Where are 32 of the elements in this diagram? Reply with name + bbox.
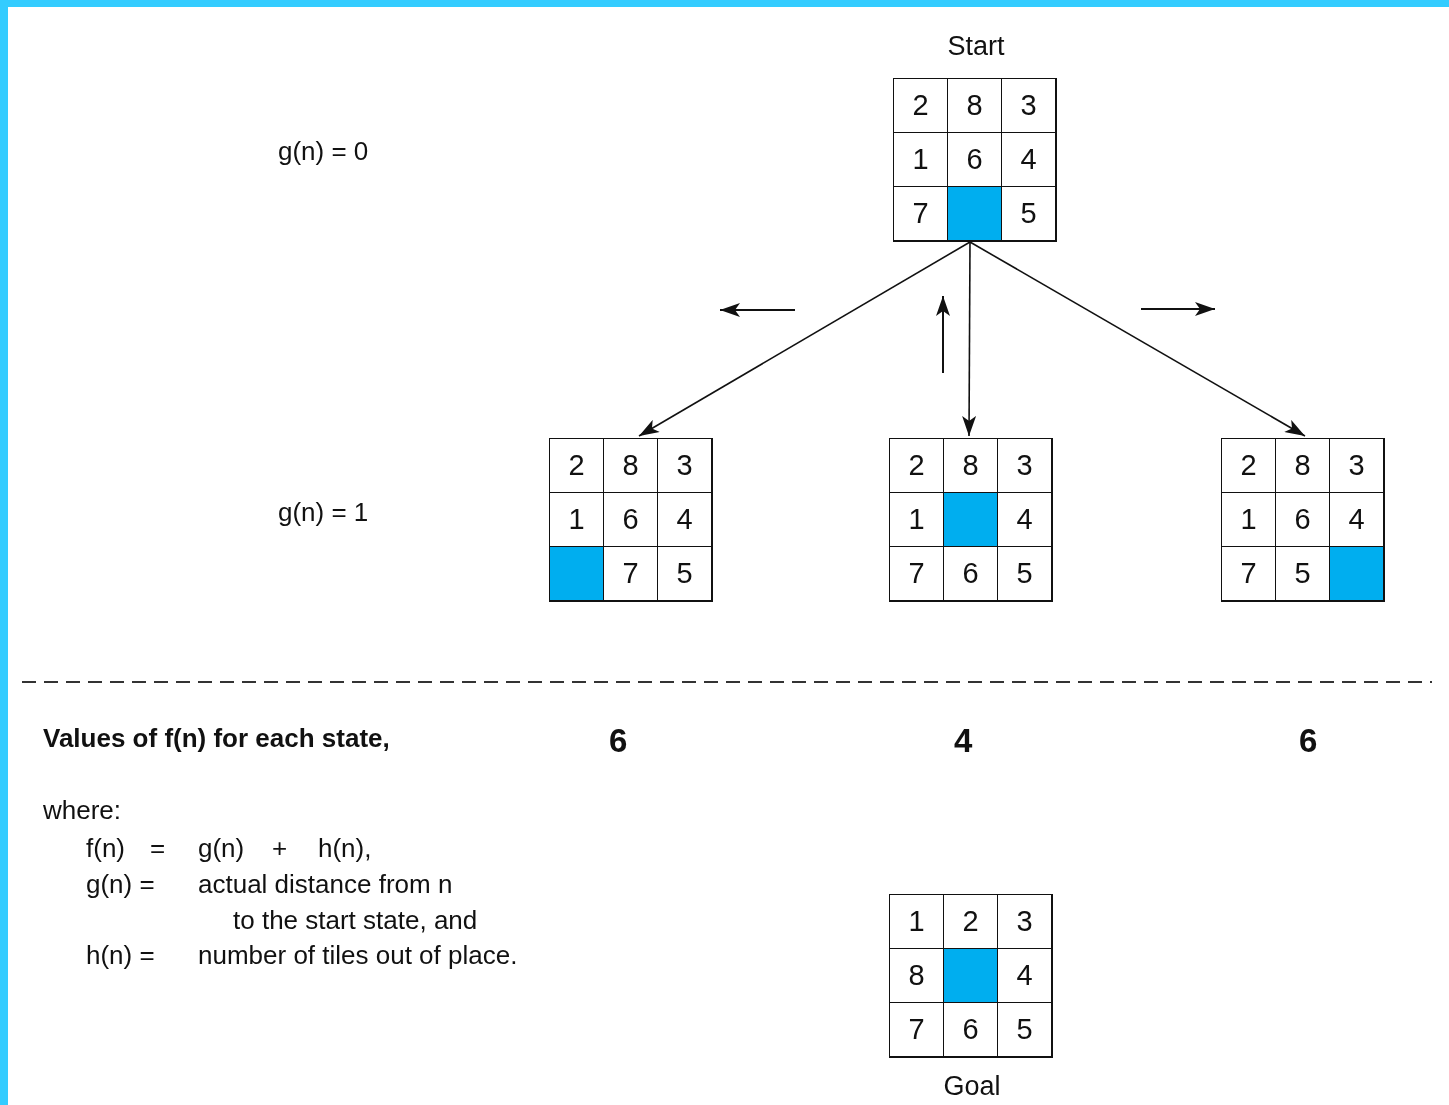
tile: 5	[997, 546, 1052, 601]
blank-tile	[943, 492, 998, 547]
arrow	[962, 241, 977, 437]
level-label: g(n) = 1	[278, 496, 369, 529]
caption-text: Values of f(n) for each state,	[43, 722, 390, 755]
level-label: g(n) = 0	[278, 135, 369, 168]
puzzle-board	[549, 438, 713, 602]
blank-tile	[947, 186, 1002, 241]
f-value: 4	[954, 721, 973, 761]
formula-text: f(n)	[86, 832, 125, 865]
formula-text: h(n) =	[86, 939, 155, 972]
formula-text: =	[150, 832, 166, 865]
tile: 5	[657, 546, 712, 601]
formula-text: h(n),	[318, 832, 372, 865]
blank-tile	[1329, 546, 1384, 601]
formula-text: g(n)	[198, 832, 245, 865]
board-caption: Start	[946, 31, 1006, 62]
formula-text: g(n) =	[86, 868, 155, 901]
blank-tile	[549, 546, 604, 601]
f-value: 6	[609, 721, 628, 761]
tile: 5	[997, 1002, 1052, 1057]
puzzle-board	[1221, 438, 1385, 602]
board-caption: Goal	[942, 1071, 1002, 1102]
formula-text: +	[272, 832, 288, 865]
note-text: where:	[43, 794, 122, 827]
f-value: 6	[1299, 721, 1318, 761]
arrow	[969, 241, 1306, 437]
tile: 5	[1001, 186, 1056, 241]
puzzle-board	[889, 438, 1053, 602]
arrow	[638, 241, 971, 437]
definition-text: number of tiles out of place.	[198, 939, 518, 972]
blank-tile	[943, 948, 998, 1003]
